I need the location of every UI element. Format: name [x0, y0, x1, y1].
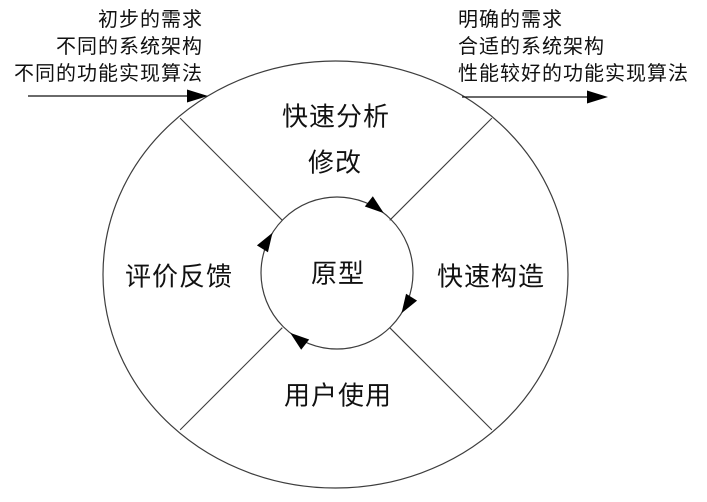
- output-annotation-line: 合适的系统架构: [458, 36, 605, 58]
- input-annotation: 初步的需求 不同的系统架构 不同的功能实现算法: [0, 7, 203, 88]
- clockwise-arrow-bottom-icon: [290, 332, 310, 350]
- input-annotation-line: 初步的需求: [98, 9, 203, 31]
- phase-label-rapid-build: 快速构造: [436, 262, 546, 292]
- phase-label-user-use: 用户使用: [283, 381, 393, 411]
- clockwise-arrow-top-icon: [364, 196, 384, 214]
- input-annotation-line: 不同的系统架构: [56, 36, 203, 58]
- phase-label-evaluation-feedback: 评价反馈: [124, 262, 234, 292]
- outer-cycle-circle: [102, 60, 569, 489]
- output-annotation-line: 明确的需求: [458, 9, 563, 31]
- phase-label-rapid-analysis: 快速分析: [281, 102, 391, 132]
- inner-prototype-circle: [260, 196, 414, 350]
- divider-ne: [389, 117, 493, 221]
- output-annotation-line: 性能较好的功能实现算法: [458, 63, 689, 85]
- phase-label-modify: 修改: [307, 148, 363, 178]
- divider-sw: [179, 327, 283, 431]
- input-annotation-line: 不同的功能实现算法: [14, 63, 203, 85]
- output-annotation: 明确的需求 合适的系统架构 性能较好的功能实现算法: [458, 7, 706, 88]
- input-arrow-icon: [28, 89, 208, 103]
- divider-se: [389, 327, 493, 431]
- output-arrow-icon: [462, 90, 608, 104]
- divider-nw: [179, 117, 283, 221]
- clockwise-arrow-left-icon: [256, 232, 273, 253]
- center-label-prototype: 原型: [310, 259, 366, 289]
- clockwise-arrow-right-icon: [401, 293, 418, 314]
